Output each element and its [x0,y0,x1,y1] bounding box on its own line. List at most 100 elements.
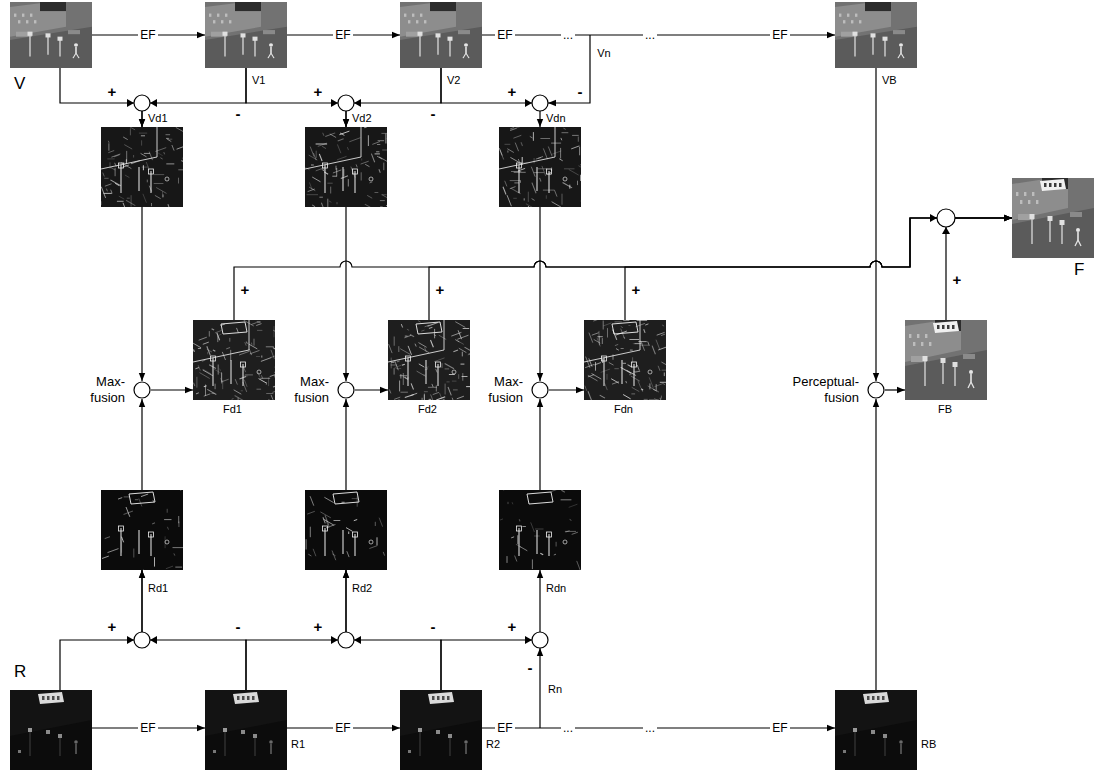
image-picture [10,2,92,68]
image-picture [905,320,987,400]
connector-arrow [141,399,142,490]
sum-junction [532,95,548,111]
image-name: V1 [252,74,265,87]
image-tile: R2 [400,690,482,770]
connector-arrow [345,207,346,381]
image-picture [400,2,482,68]
image-name: Vd2 [352,112,372,125]
connector-arrow [625,218,1012,320]
fusion-operator: Max-fusion [531,381,549,399]
image-picture [101,127,183,207]
image-name: VB [882,74,897,87]
edge-label: EF [333,721,352,735]
connector-arrow [429,218,1012,320]
image-name: Rd2 [352,582,372,595]
signal-name: Rn [548,683,562,696]
image-tile: F [1012,178,1094,258]
connector-arrow [234,218,1012,320]
sign-plus: + [508,618,517,636]
image-tile: Vdn [499,127,581,207]
operator-name: Max-fusion [77,374,125,405]
edge-label: EF [138,28,157,42]
sign-plus: + [508,83,517,101]
sign-minus: - [528,659,533,677]
sign-plus: + [953,271,962,289]
sum-junction [937,209,955,227]
connector-arrow [60,570,142,690]
edge-label: EF [333,28,352,42]
image-picture [499,490,581,570]
edge-label: EF [138,721,157,735]
image-name: RB [921,738,936,751]
fusion-circle [867,381,885,399]
image-name: FB [938,403,952,416]
fusion-operator: Max-fusion [133,381,151,399]
connector-arrow [246,570,346,690]
image-tile: Fdn [584,320,666,400]
image-picture [205,2,287,68]
connector-arrow [875,68,876,381]
ellipsis: ... [561,28,575,42]
sign-plus: + [314,83,323,101]
ellipsis: ... [643,28,657,42]
image-name: R [14,662,26,682]
sum-junction [338,95,354,111]
sign-plus: + [108,83,117,101]
image-tile: Rd1 [101,490,183,570]
image-tile: V [10,2,92,68]
sign-plus: + [108,618,117,636]
sign-minus: - [578,83,583,101]
connector-arrow [549,389,584,390]
image-picture [10,690,92,770]
operator-name: Perceptual-fusion [777,374,859,405]
ellipsis: ... [643,721,657,735]
connector-arrow [875,399,876,690]
fusion-circle [133,381,151,399]
connector-arrow [142,68,246,127]
connector-arrow [441,68,540,127]
sign-minus: - [431,618,436,636]
image-picture [400,690,482,770]
sign-plus: + [436,281,445,299]
image-tile: VB [835,2,917,68]
connector-arrow [441,570,540,690]
image-tile: RB [835,690,917,770]
image-tile: Fd1 [193,320,275,400]
sum-junction [134,632,150,648]
operator-label: EF [770,721,789,735]
connector-arrow [355,389,388,390]
edge-label: EF [495,721,514,735]
image-tile: Rd2 [305,490,387,570]
connector-arrow [141,207,142,381]
connector-arrow [246,68,346,127]
fusion-operator: Max-fusion [337,381,355,399]
connector-arrow [60,68,142,127]
image-name: R2 [486,738,500,751]
image-name: Vdn [546,112,566,125]
image-tile: FB [905,320,987,400]
connector-arrow [346,570,441,690]
sum-junction [134,95,150,111]
connector-arrow [946,218,1012,320]
connector-arrow [539,207,540,381]
operator-label: EF [770,28,789,42]
image-picture [835,2,917,68]
image-name: Fdn [614,403,633,416]
image-picture [193,320,275,400]
image-picture [205,690,287,770]
sign-minus: - [431,105,436,123]
image-tile: R1 [205,690,287,770]
image-name: R1 [291,738,305,751]
image-picture [388,320,470,400]
sign-plus: + [632,281,641,299]
image-name: Rd1 [148,582,168,595]
image-tile: Rdn [499,490,581,570]
fusion-operator: Perceptual-fusion [867,381,885,399]
image-tile: Fd2 [388,320,470,400]
connector-arrow [885,389,905,390]
image-tile: Vd2 [305,127,387,207]
image-picture [1012,178,1094,258]
image-tile: R [10,690,92,770]
minus-input-wire [539,648,540,728]
